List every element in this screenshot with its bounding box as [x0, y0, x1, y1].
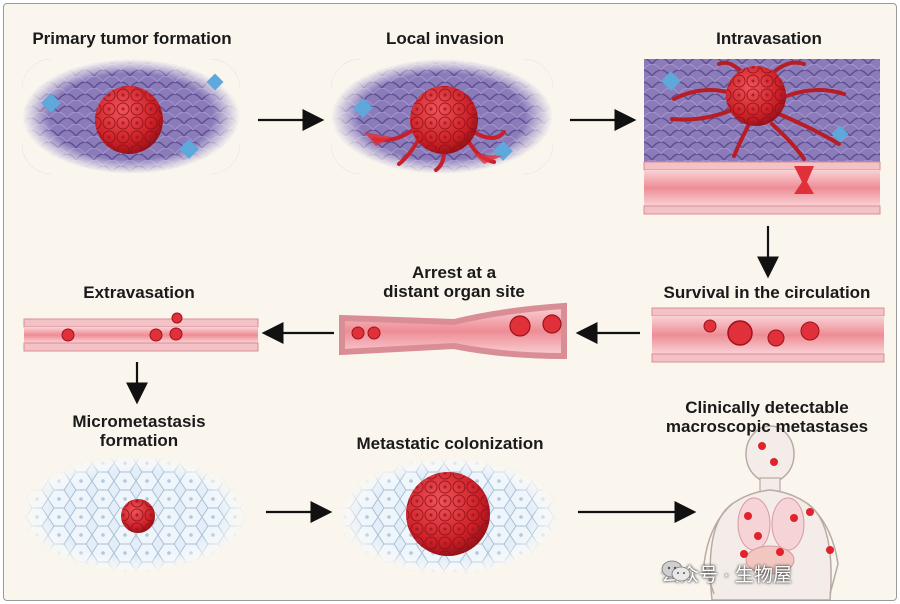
intravasation-illustration	[643, 59, 881, 215]
label-survival-in-circulation: Survival in the circulation	[663, 283, 871, 302]
intravasating-cell	[794, 166, 814, 194]
label-arrest-line2: distant organ site	[383, 282, 525, 301]
diagram-canvas	[22, 59, 885, 600]
local-invasion-illustration	[331, 59, 553, 174]
extravasation-illustration	[23, 312, 259, 352]
wechat-icon	[661, 560, 691, 582]
label-extravasation: Extravasation	[83, 283, 195, 302]
arrest-illustration	[339, 302, 567, 360]
colonization-illustration	[339, 458, 559, 574]
label-local-invasion: Local invasion	[385, 29, 505, 48]
human-body-illustration	[703, 425, 839, 600]
label-micrometastasis-line2: formation	[99, 431, 179, 450]
diagram-frame: Primary tumor formation Local invasion I…	[3, 3, 897, 601]
survival-circulation-illustration	[651, 307, 885, 363]
watermark-text: 公众号 · 生物屋	[661, 565, 792, 586]
label-intravasation: Intravasation	[716, 29, 822, 48]
label-micrometastasis-line1: Micrometastasis	[72, 412, 206, 431]
label-clinical-line2: macroscopic metastases	[665, 417, 869, 436]
label-clinical-line1: Clinically detectable	[685, 398, 849, 417]
label-metastatic-colonization: Metastatic colonization	[356, 434, 544, 453]
micrometastasis-illustration	[22, 456, 246, 572]
label-primary-tumor-formation: Primary tumor formation	[32, 29, 232, 48]
primary-tumor-illustration	[22, 59, 240, 174]
label-arrest-line1: Arrest at a	[411, 263, 497, 282]
watermark: 公众号 · 生物屋	[661, 560, 792, 587]
